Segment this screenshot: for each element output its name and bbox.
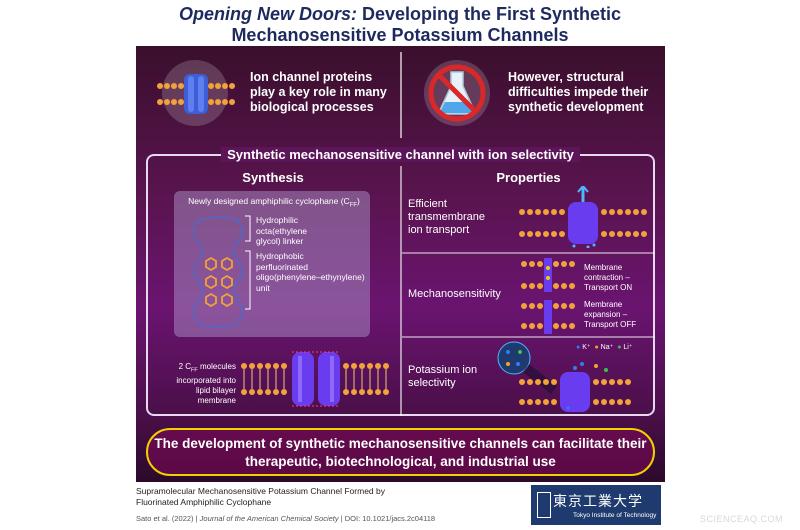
top-right-text: However, structural difficulties impede …	[508, 70, 649, 114]
expansion-label: Membrane expansion – Transport OFF	[584, 300, 637, 329]
conclusion-line1: The development of synthetic mechanosens…	[154, 436, 647, 451]
synthesis-heading: Synthesis	[242, 170, 304, 185]
university-logo: 東京工業大学 Tokyo Institute of Technology	[531, 485, 661, 525]
properties-divider	[402, 252, 655, 254]
ion-channel-protein-icon	[157, 74, 235, 114]
top-right-panel: However, structural difficulties impede …	[402, 46, 665, 144]
contraction-label: Membrane contraction – Transport ON	[584, 263, 633, 292]
top-divider	[400, 52, 402, 138]
citation-title: Supramolecular Mechanosensitive Potassiu…	[136, 486, 385, 507]
title-line1: Developing the First Synthetic	[356, 4, 622, 24]
li-ion-label: Li⁺	[623, 344, 633, 351]
ion-legend: ● K⁺ ● Na⁺ ● Li⁺	[576, 343, 633, 351]
column-divider	[400, 166, 402, 416]
citation-authors: Sato et al. (2022)	[136, 514, 194, 523]
design-title: Newly designed amphiphilic cyclophane (C…	[188, 196, 360, 209]
university-emblem-icon	[537, 492, 551, 518]
citation-line: Sato et al. (2022) | Journal of the Amer…	[136, 514, 436, 523]
conclusion-banner: The development of synthetic mechanosens…	[146, 428, 655, 476]
infographic-panel: Ion channel proteins play a key role in …	[136, 46, 665, 482]
properties-divider	[402, 336, 655, 338]
k-ion-icon: ●	[576, 344, 581, 351]
hydrophobic-label: Hydrophobic perfluorinated oligo(phenyle…	[256, 251, 365, 293]
top-left-panel: Ion channel proteins play a key role in …	[136, 46, 400, 144]
logo-english: Tokyo Institute of Technology	[573, 512, 657, 519]
incorporated-label: 2 CFF molecules incorporated into lipid …	[176, 362, 236, 405]
transport-label: Efficient transmembrane ion transport	[408, 198, 486, 236]
na-ion-icon: ●	[594, 344, 599, 351]
main-heading: Synthetic mechanosensitive channel with …	[136, 146, 665, 164]
transport-membrane-icon	[519, 186, 647, 248]
top-left-text: Ion channel proteins play a key role in …	[250, 70, 387, 114]
properties-heading: Properties	[496, 170, 561, 185]
na-ion-label: Na⁺	[600, 344, 614, 351]
hydrophilic-label: Hydrophilic octa(ethylene glycol) linker	[256, 215, 308, 246]
membrane-channel-icon	[241, 351, 389, 407]
logo-japanese: 東京工業大学	[553, 494, 643, 510]
watermark: SCIENCEAQ.COM	[700, 514, 784, 524]
cyclophane-design-box: Newly designed amphiphilic cyclophane (C…	[174, 191, 370, 337]
citation-journal: Journal of the American Chemical Society	[199, 514, 339, 523]
li-ion-icon: ●	[617, 344, 622, 351]
poster-title: Opening New Doors: Developing the First …	[0, 4, 800, 46]
conclusion-line2: therapeutic, biotechnological, and indus…	[245, 454, 556, 469]
title-line2: Mechanosensitive Potassium Channels	[231, 25, 569, 45]
selectivity-label: Potassium ion selectivity	[408, 364, 478, 389]
title-emphasis: Opening New Doors:	[178, 4, 357, 24]
citation-doi: DOI: 10.1021/jacs.2c04118	[344, 514, 436, 523]
mechanosensitivity-label: Mechanosensitivity	[408, 288, 501, 300]
no-flask-icon	[428, 64, 486, 122]
mechanosensitivity-membranes-icon	[521, 258, 575, 334]
ion-selectivity-icon	[497, 341, 631, 412]
brackets-icon	[245, 215, 251, 310]
cyclophane-structure-icon	[193, 216, 243, 328]
k-ion-label: K⁺	[582, 344, 591, 351]
